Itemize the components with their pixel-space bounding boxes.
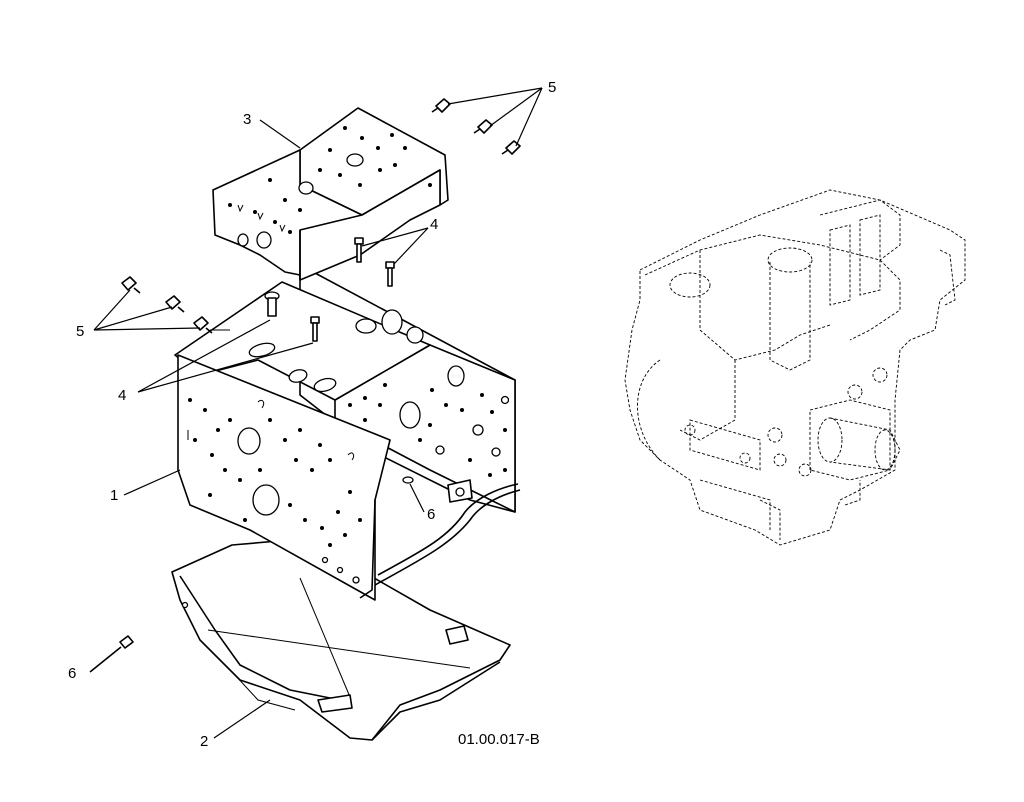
callout-1: 1 — [110, 487, 118, 504]
callout-4-top: 4 — [430, 216, 438, 233]
right-face-rivets — [348, 383, 507, 477]
screw-6-left — [89, 635, 134, 673]
drawing-code: 01.00.017-B — [458, 731, 540, 748]
fastener-5-left-1 — [121, 276, 141, 294]
fastener-5-top-2 — [473, 119, 493, 134]
screw-6-right — [402, 476, 414, 484]
callout-5-left: 5 — [76, 323, 84, 340]
leader-lines — [93, 87, 543, 739]
fastener-5-left-2 — [165, 295, 185, 313]
bolt-4-top-2 — [385, 261, 395, 287]
bolt-4-lower-2 — [310, 316, 320, 342]
callout-6-right: 6 — [427, 506, 435, 523]
fastener-5-left-3 — [193, 316, 213, 334]
front-face-rivets — [188, 398, 362, 547]
fastener-5-top-1 — [431, 98, 451, 113]
callout-2: 2 — [200, 733, 208, 750]
part-3-top-cover — [212, 107, 449, 281]
engine-reference-outline — [624, 189, 966, 546]
bolt-4-top-1 — [354, 237, 364, 263]
callout-3: 3 — [243, 111, 251, 128]
callout-labels: 1 2 3 4 4 5 5 6 6 01.00.017-B — [68, 79, 556, 750]
bolt-4-lower-1 — [264, 291, 280, 317]
top-cover-rivets — [228, 126, 432, 234]
callout-6-left: 6 — [68, 665, 76, 682]
callout-5-top: 5 — [548, 79, 556, 96]
callout-4-lower: 4 — [118, 387, 126, 404]
part-1-main-shroud — [174, 264, 521, 601]
